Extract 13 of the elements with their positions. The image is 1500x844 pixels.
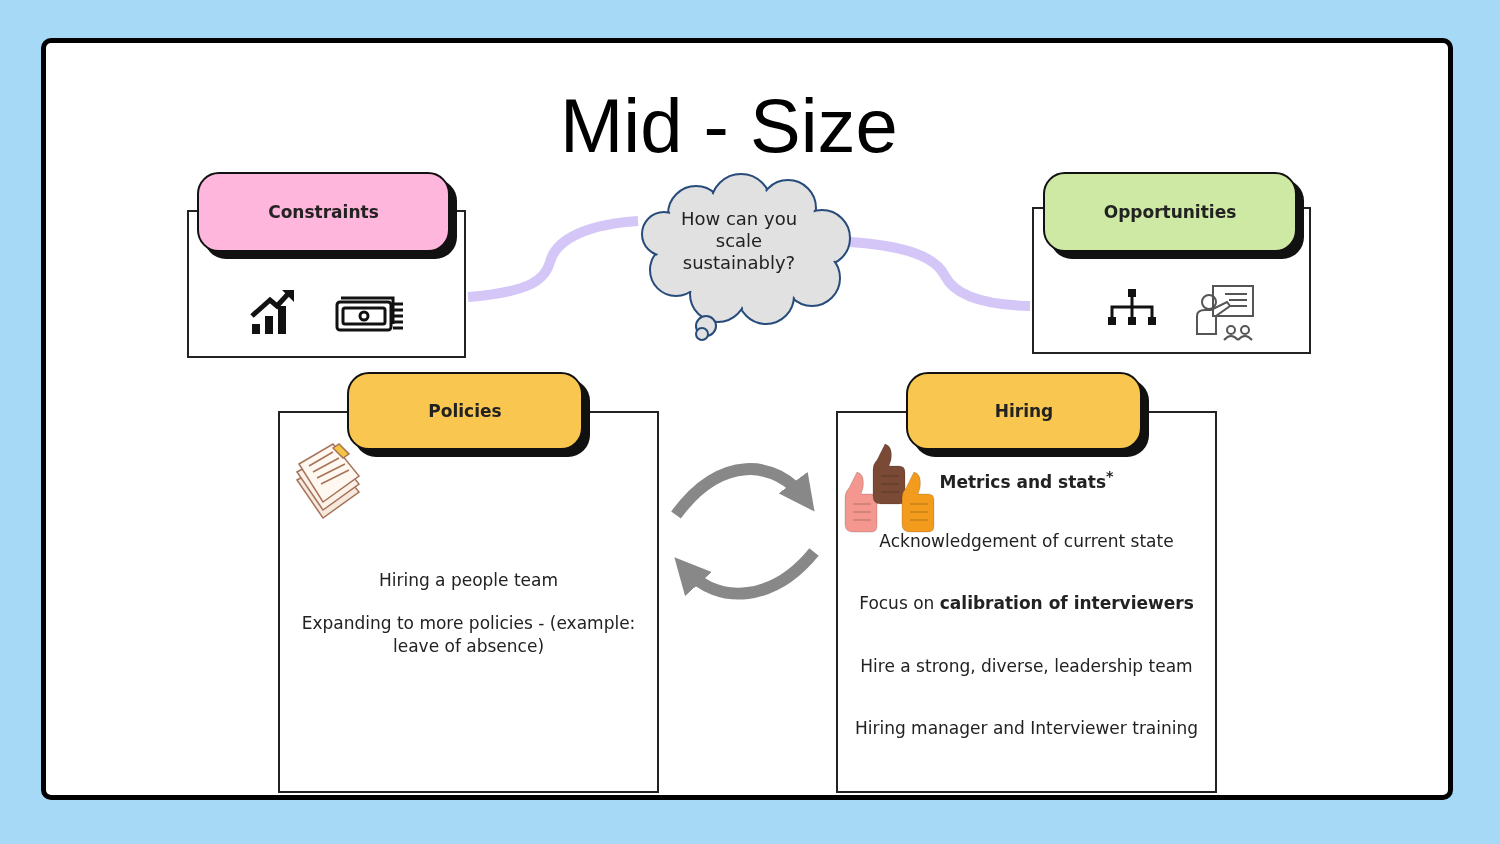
- body-text: Metrics and stats$^{*}$: [938, 467, 1115, 494]
- body-text: Hire a strong, diverse, leadership team: [859, 655, 1194, 678]
- body-text: Hiring manager and Interviewer training: [853, 717, 1200, 740]
- body-text: Hiring a people team: [377, 569, 560, 592]
- body-text: Expanding to more policies - (example: leave of absence): [300, 612, 637, 658]
- connector-line: [849, 237, 1031, 311]
- curved-arrow: [671, 463, 816, 519]
- cloud-text: How can you scale sustainably?: [679, 208, 799, 274]
- body-text: Focus on calibration of interviewers: [858, 592, 1195, 615]
- curved-arrow: [673, 548, 819, 600]
- slide-title: Mid - Size: [560, 82, 898, 169]
- connector-line: [467, 216, 639, 302]
- body-text: Acknowledgement of current state: [878, 530, 1175, 553]
